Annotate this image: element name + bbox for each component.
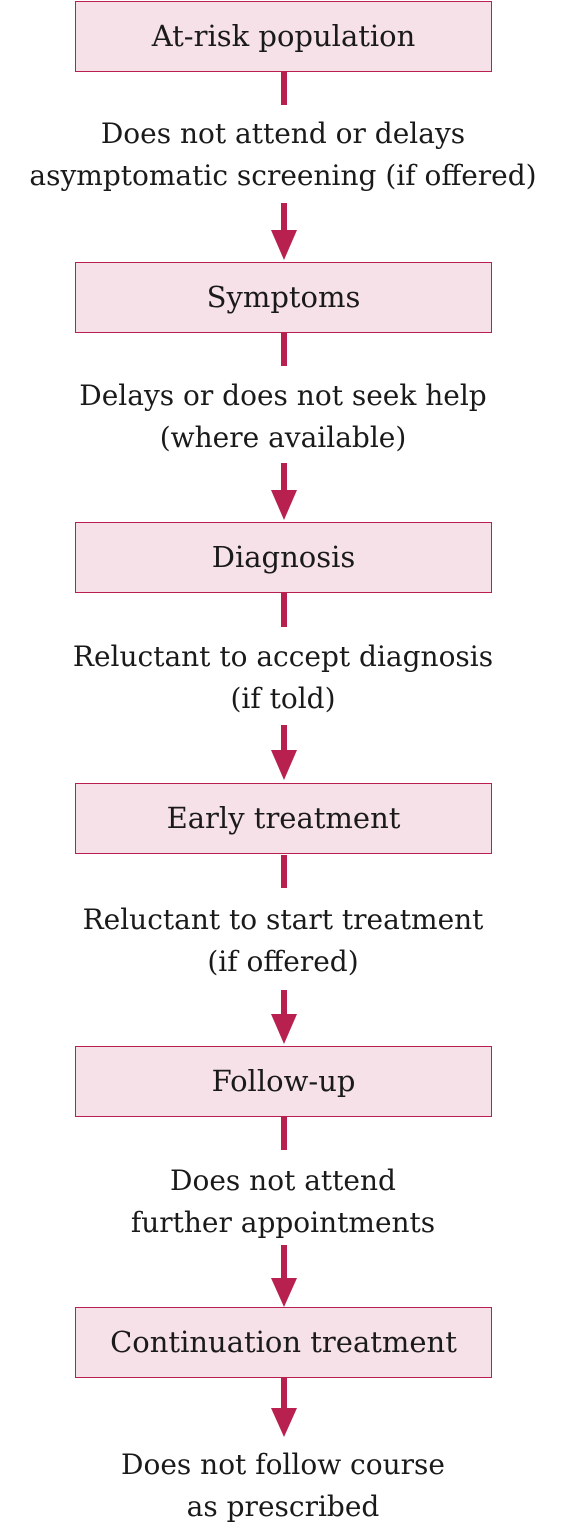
step-box-symptoms: Symptoms bbox=[75, 262, 492, 333]
barrier-note-accept-diagnosis: Reluctant to accept diagnosis (if told) bbox=[72, 640, 494, 715]
barrier-note-appointments: Does not attend further appointments bbox=[130, 1164, 436, 1239]
step-label: Early treatment bbox=[166, 801, 401, 835]
step-label: Symptoms bbox=[206, 280, 361, 314]
step-label: Diagnosis bbox=[211, 540, 356, 574]
step-box-at-risk-population: At-risk population bbox=[75, 1, 492, 72]
arrowhead-3 bbox=[271, 750, 297, 780]
step-label: Follow-up bbox=[211, 1064, 356, 1098]
arrowhead-6 bbox=[271, 1408, 297, 1437]
step-box-early-treatment: Early treatment bbox=[75, 783, 492, 854]
step-box-continuation-treatment: Continuation treatment bbox=[75, 1307, 492, 1378]
barrier-note-screening: Does not attend or delays asymptomatic s… bbox=[29, 117, 537, 192]
step-box-follow-up: Follow-up bbox=[75, 1046, 492, 1117]
barrier-note-course: Does not follow course as prescribed bbox=[121, 1448, 445, 1523]
barrier-note-start-treatment: Reluctant to start treatment (if offered… bbox=[82, 903, 484, 978]
barrier-note-seek-help: Delays or does not seek help (where avai… bbox=[79, 379, 487, 454]
step-box-diagnosis: Diagnosis bbox=[75, 522, 492, 593]
step-label: At-risk population bbox=[151, 19, 416, 53]
step-label: Continuation treatment bbox=[110, 1325, 457, 1359]
arrowhead-2 bbox=[271, 490, 297, 520]
arrowhead-1 bbox=[271, 230, 297, 260]
arrowhead-5 bbox=[271, 1278, 297, 1307]
arrowhead-4 bbox=[271, 1014, 297, 1044]
